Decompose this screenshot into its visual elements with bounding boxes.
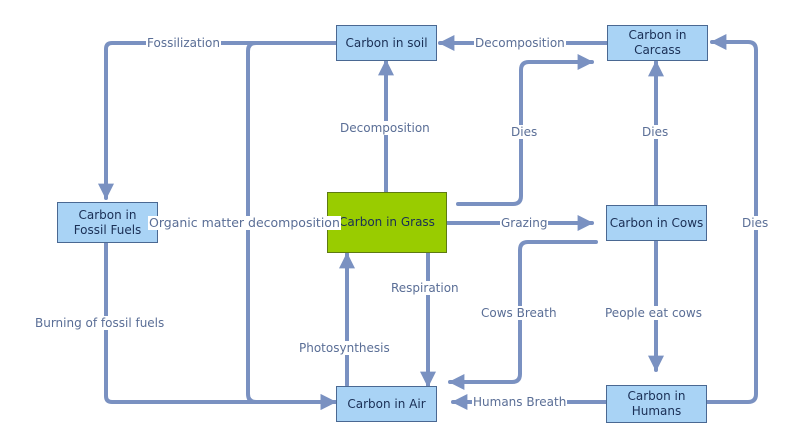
label-organic-matter-decomposition: Organic matter decomposition bbox=[148, 215, 341, 230]
edge-soil-to-fossil bbox=[98, 41, 338, 200]
node-carbon-in-cows: Carbon in Cows bbox=[606, 205, 707, 241]
label-dies-cows: Dies bbox=[641, 125, 670, 139]
label-decomposition-carcass: Decomposition bbox=[474, 36, 566, 50]
node-carbon-in-soil-label: Carbon in soil bbox=[345, 35, 428, 50]
label-photosynthesis: Photosynthesis bbox=[298, 341, 391, 355]
node-carbon-in-grass-label: Carbon in Grass bbox=[339, 215, 435, 229]
label-grazing: Grazing bbox=[500, 216, 549, 230]
node-carbon-in-carcass-label: Carbon in Carcass bbox=[628, 28, 687, 57]
node-carbon-in-fossil-fuels-label: Carbon in Fossil Fuels bbox=[73, 207, 142, 237]
node-carbon-in-cows-label: Carbon in Cows bbox=[609, 215, 704, 230]
node-carbon-in-grass: Carbon in Grass bbox=[327, 192, 447, 253]
node-carbon-in-humans-label: Carbon in Humans bbox=[627, 389, 686, 418]
node-carbon-in-fossil-fuels: Carbon in Fossil Fuels bbox=[57, 202, 158, 243]
label-dies-humans: Dies bbox=[741, 216, 770, 230]
node-carbon-in-humans: Carbon in Humans bbox=[606, 385, 707, 423]
label-humans-breath: Humans Breath bbox=[472, 395, 568, 409]
label-burning-fossil-fuels: Burning of fossil fuels bbox=[34, 316, 166, 330]
node-carbon-in-soil: Carbon in soil bbox=[336, 25, 437, 61]
label-dies-grass: Dies bbox=[510, 125, 539, 139]
node-carbon-in-air-label: Carbon in Air bbox=[347, 396, 426, 411]
label-people-eat-cows: People eat cows bbox=[604, 306, 703, 320]
label-fossilization: Fossilization bbox=[146, 36, 221, 50]
edge-fossil-to-air bbox=[104, 241, 337, 410]
node-carbon-in-air: Carbon in Air bbox=[336, 386, 437, 422]
label-respiration: Respiration bbox=[390, 281, 460, 295]
label-cows-breath: Cows Breath bbox=[480, 306, 558, 320]
node-carbon-in-carcass: Carbon in Carcass bbox=[607, 25, 708, 61]
label-decomposition-grass: Decomposition bbox=[339, 121, 431, 135]
